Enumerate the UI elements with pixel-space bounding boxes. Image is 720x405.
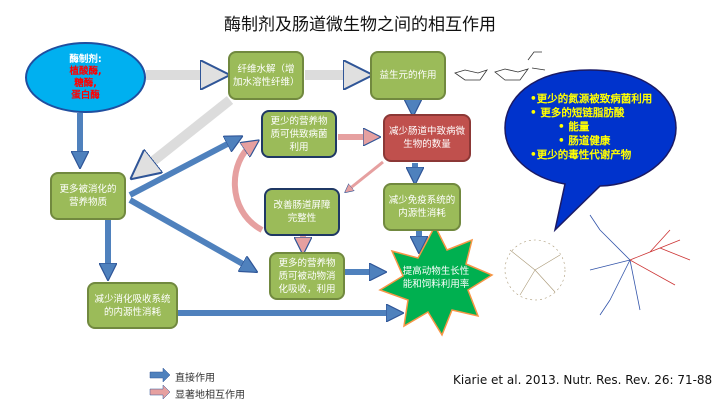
phylogenetic-tree-left-icon [504,239,566,301]
bubble-list: •更少的氮源被致病菌利用 • 更多的短链脂肪酸 • 能量 • 肠道健康 •更少的… [530,92,652,162]
bubble-item: •更少的毒性代谢产物 [530,149,632,161]
box-barrier: 改善肠道屏障完整性 [264,188,340,236]
box-digestive-consumption: 减少消化吸收系统的内源性消耗 [87,282,178,329]
arrow-fiber-digested [142,96,234,170]
chemical-structure-icon [454,51,546,81]
box-less-nutrients: 更少的营养物质可供致病菌利用 [261,110,337,158]
box-fiber-hydrolysis: 纤维水解（增加水溶性纤维） [228,51,304,100]
speech-bubble [504,69,677,233]
bubble-item: •更少的氮源被致病菌利用 [530,93,653,105]
box-more-absorbed: 更多的营养物质可被动物消化吸收，利用 [269,252,345,300]
box-prebiotic: 益生元的作用 [370,51,446,100]
performance-star [378,224,494,337]
arrow-digested-lessnutrients [128,140,235,198]
bubble-item: • 能量 [558,121,590,133]
legend-direct: 直接作用 [175,373,215,384]
enzyme-ellipse: 酶制剂: 植酸酶, 糖酶, 蛋白酶 [25,42,146,113]
phylogenetic-tree-right-icon [589,214,691,316]
page-title: 酶制剂及肠道微生物之间的相互作用 [224,15,496,35]
arrow-pathogen-barrier [348,160,384,190]
box-immune: 减少免疫系统的内源性消耗 [383,183,461,231]
star-label: 提高动物生长性能和饲料利用率 [402,266,470,290]
bubble-item: • 肠道健康 [558,135,611,147]
box-reduce-pathogen: 减少肠道中致病微生物的数量 [383,114,471,162]
legend-blue-arrow-icon [149,367,171,383]
bubble-item: • 更多的短链脂肪酸 [530,107,625,119]
enzyme-heading: 酶制剂: [69,53,102,65]
enzyme-item: 糖酶, [74,77,97,89]
legend-pink-arrow-icon [149,384,171,400]
arrow-barrier-lessnutrients-curve [231,145,264,233]
enzyme-item: 植酸酶, [69,65,102,77]
box-more-digested: 更多被消化的营养物质 [50,172,126,220]
legend-interaction: 显著地相互作用 [175,390,245,401]
arrow-digested-absorbed [128,197,250,268]
citation: Kiarie et al. 2013. Nutr. Res. Rev. 26: … [453,373,713,387]
enzyme-item: 蛋白酶 [71,89,100,101]
